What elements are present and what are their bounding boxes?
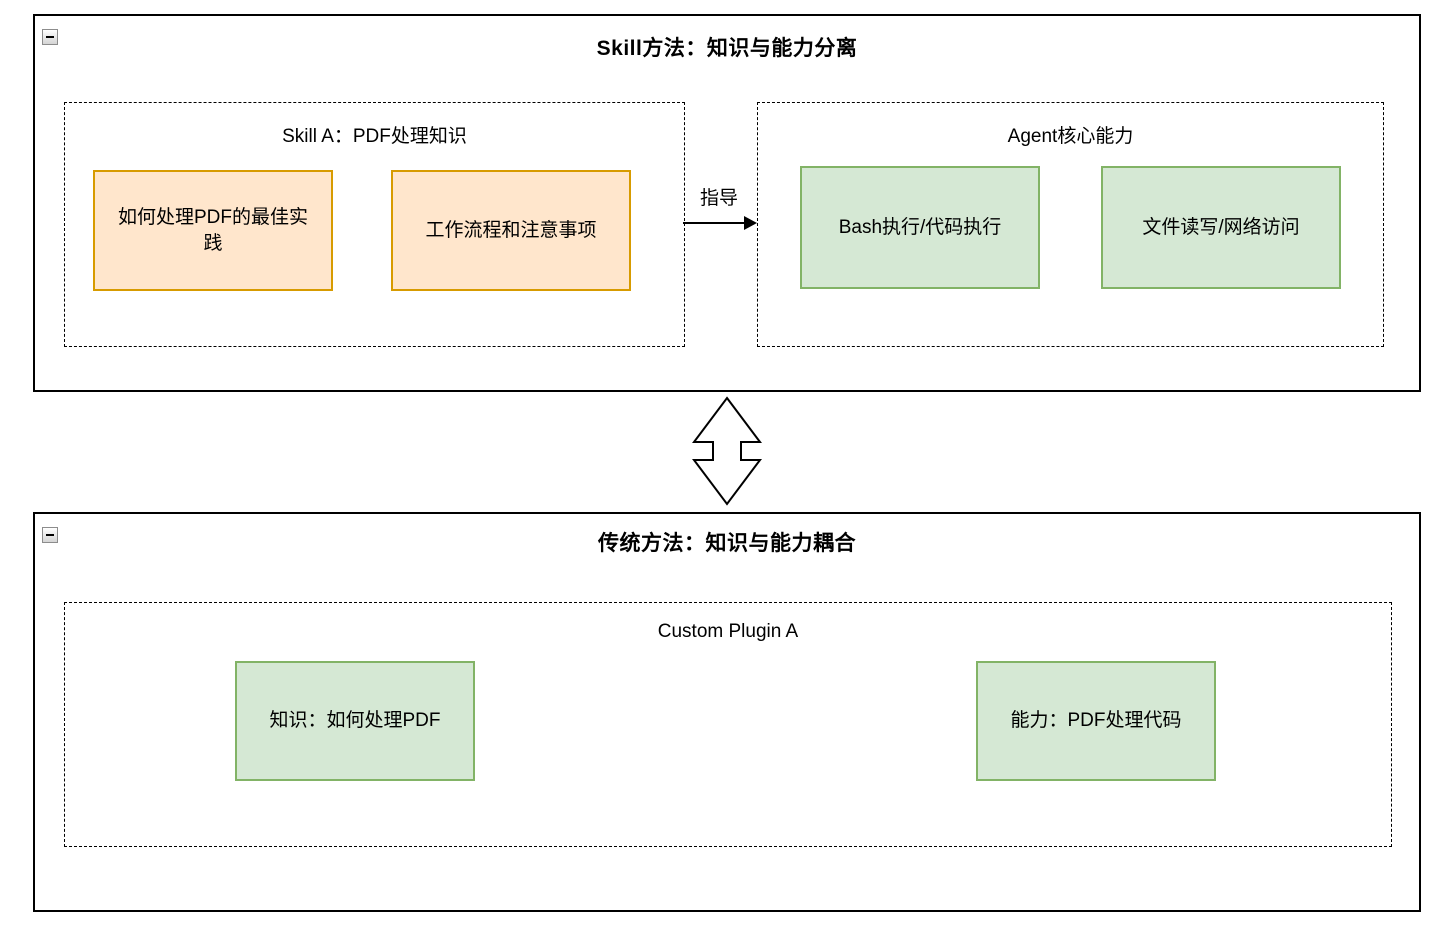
node-label: 如何处理PDF的最佳实践 bbox=[117, 206, 308, 254]
node-knowledge-pdf[interactable]: 知识：如何处理PDF bbox=[235, 661, 475, 781]
node-label: Bash执行/代码执行 bbox=[838, 216, 1002, 238]
double-arrow-icon[interactable] bbox=[692, 396, 762, 508]
node-label: 工作流程和注意事项 bbox=[425, 219, 597, 241]
node-label: 知识：如何处理PDF bbox=[269, 710, 441, 732]
collapse-button[interactable] bbox=[42, 29, 58, 45]
node-capability-pdf-code[interactable]: 能力：PDF处理代码 bbox=[976, 661, 1216, 781]
agent-core-group[interactable]: Agent核心能力 Bash执行/代码执行 文件读写/网络访问 bbox=[757, 102, 1384, 347]
skill-method-title: Skill方法：知识与能力分离 bbox=[596, 37, 858, 60]
node-bash-code-execution[interactable]: Bash执行/代码执行 bbox=[800, 166, 1040, 289]
traditional-method-container[interactable]: 传统方法：知识与能力耦合 Custom Plugin A 知识：如何处理PDF … bbox=[33, 512, 1421, 912]
custom-plugin-group-title: Custom Plugin A bbox=[657, 621, 799, 642]
guidance-arrow-icon[interactable] bbox=[681, 205, 757, 241]
skill-a-group[interactable]: Skill A：PDF处理知识 如何处理PDF的最佳实践 工作流程和注意事项 bbox=[64, 102, 685, 347]
node-pdf-best-practices[interactable]: 如何处理PDF的最佳实践 bbox=[93, 170, 333, 291]
custom-plugin-group[interactable]: Custom Plugin A 知识：如何处理PDF 能力：PDF处理代码 bbox=[64, 602, 1392, 847]
skill-a-group-title: Skill A：PDF处理知识 bbox=[282, 126, 467, 147]
node-label: 能力：PDF处理代码 bbox=[1010, 710, 1182, 732]
minus-icon bbox=[46, 36, 54, 38]
collapse-button[interactable] bbox=[42, 527, 58, 543]
traditional-method-title: 传统方法：知识与能力耦合 bbox=[598, 532, 856, 555]
node-file-network-access[interactable]: 文件读写/网络访问 bbox=[1101, 166, 1341, 289]
node-workflow-notes[interactable]: 工作流程和注意事项 bbox=[391, 170, 631, 291]
node-label: 文件读写/网络访问 bbox=[1142, 216, 1300, 238]
agent-core-group-title: Agent核心能力 bbox=[1007, 126, 1134, 147]
minus-icon bbox=[46, 534, 54, 536]
skill-method-container[interactable]: Skill方法：知识与能力分离 Skill A：PDF处理知识 如何处理PDF的… bbox=[33, 14, 1421, 392]
guidance-edge-label: 指导 bbox=[699, 188, 738, 209]
